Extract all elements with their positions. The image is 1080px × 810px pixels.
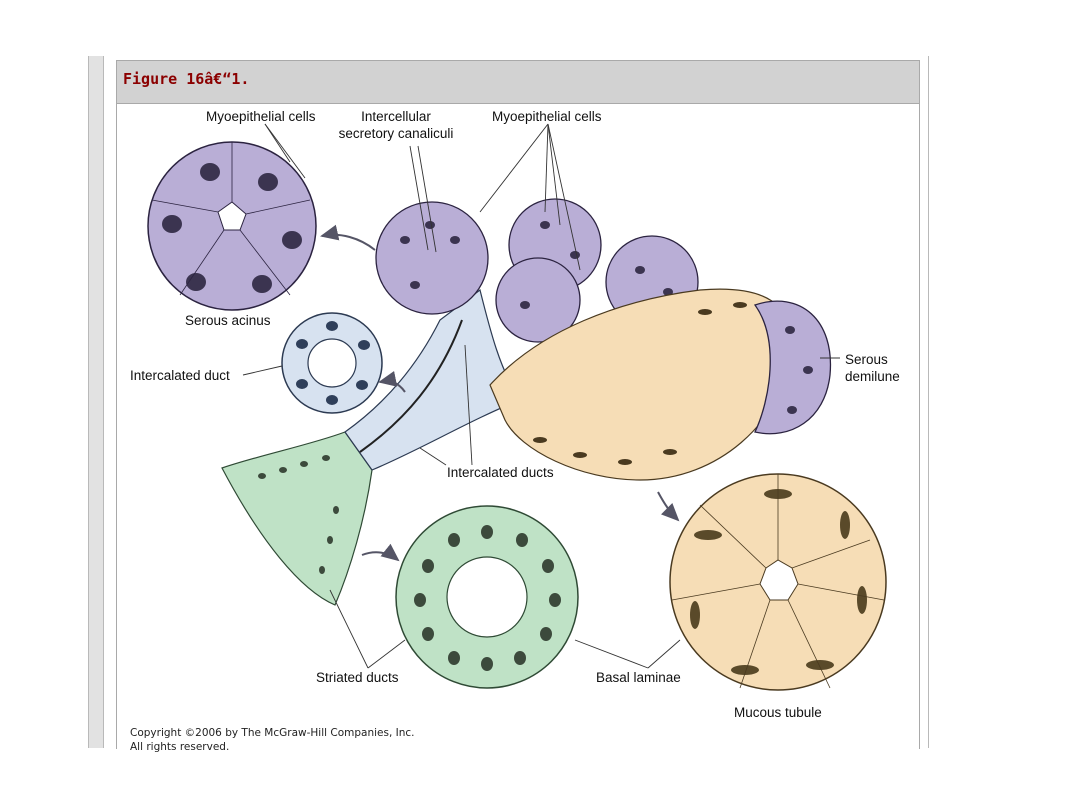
label-intercalated-ducts: Intercalated ducts [447,465,554,480]
left-scroll-rail [88,56,104,748]
label-serous-acinus: Serous acinus [185,313,271,328]
label-demilune: demilune [845,369,900,384]
label-basal-laminae: Basal laminae [596,670,681,685]
label-secretory-canaliculi: secretory canaliculi [339,126,454,141]
label-myoepithelial-cells-right: Myoepithelial cells [492,109,602,124]
arrow-to-serous-acinus [320,224,376,251]
copyright-line-2: All rights reserved. [130,741,230,753]
label-myoepithelial-cells-left: Myoepithelial cells [206,109,316,124]
arrow-to-intercalated-duct [378,371,406,393]
serous-acinus-section [147,141,317,311]
label-mucous-tubule: Mucous tubule [734,705,822,720]
serous-acinus-lumen [217,201,247,231]
figure-title: Figure 16â€“1. [123,70,250,88]
intercalated-duct-section [281,312,383,414]
label-striated-ducts: Striated ducts [316,670,399,685]
demilune-nuclei [785,326,813,414]
label-serous: Serous [845,352,888,367]
arrow-to-mucous-tubule [657,491,680,522]
mucous-tubule-lumen [759,559,799,601]
striated-duct-trunk [221,431,373,606]
mucous-mass-nuclei [533,302,747,465]
copyright-notice: Copyright ©2006 by The McGraw-Hill Compa… [130,726,530,754]
striated-trunk-nuclei [258,455,339,574]
right-border-line [928,56,929,748]
arrow-to-striated-duct [361,543,400,562]
mucous-tubule-section [669,473,887,691]
serous-acinus-cluster-3 [495,257,581,343]
label-intercalated-duct: Intercalated duct [130,368,230,383]
leader-lines [242,123,840,669]
label-intercellular: Intercellular [361,109,431,124]
cluster-nuclei [400,221,673,309]
figure-title-bar: Figure 16â€“1. [117,61,919,104]
serous-demilune [753,300,832,435]
serous-acinus-cluster-1 [375,201,489,315]
striated-duct-section [395,505,579,689]
duct-lumen-line [359,319,463,453]
copyright-line-1: Copyright ©2006 by The McGraw-Hill Compa… [130,727,415,739]
